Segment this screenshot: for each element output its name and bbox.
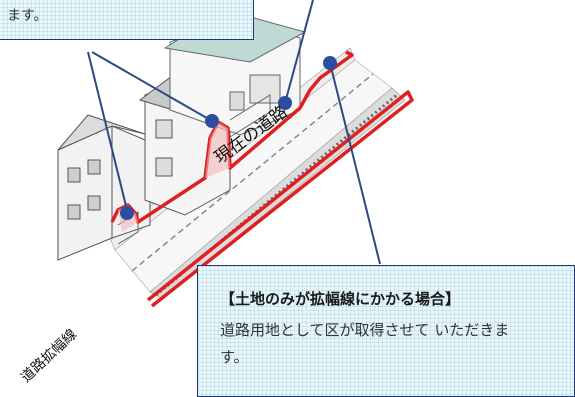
marker-dot [205,114,219,128]
leader-line [329,62,381,265]
callout-body: 道路用地として区が取得させて いただきます。 [220,321,510,366]
leader-line [91,51,213,122]
marker-dot [278,96,292,110]
callout-top: ます。 [0,0,254,40]
road-widening-line-near [146,90,414,308]
leader-line [87,51,128,211]
setback-area [205,122,230,178]
callout-title: 【土地のみが拡幅線にかかる場合】 [220,290,461,308]
leader-line [284,0,314,104]
callout-bottom: 【土地のみが拡幅線にかかる場合】 道路用地として区が取得させて いただきます。 [197,265,575,397]
marker-dot [323,56,337,70]
callout-top-text: ます。 [7,8,48,24]
road-centerline [131,73,374,272]
marker-dot [120,206,134,220]
house-left [57,114,151,261]
